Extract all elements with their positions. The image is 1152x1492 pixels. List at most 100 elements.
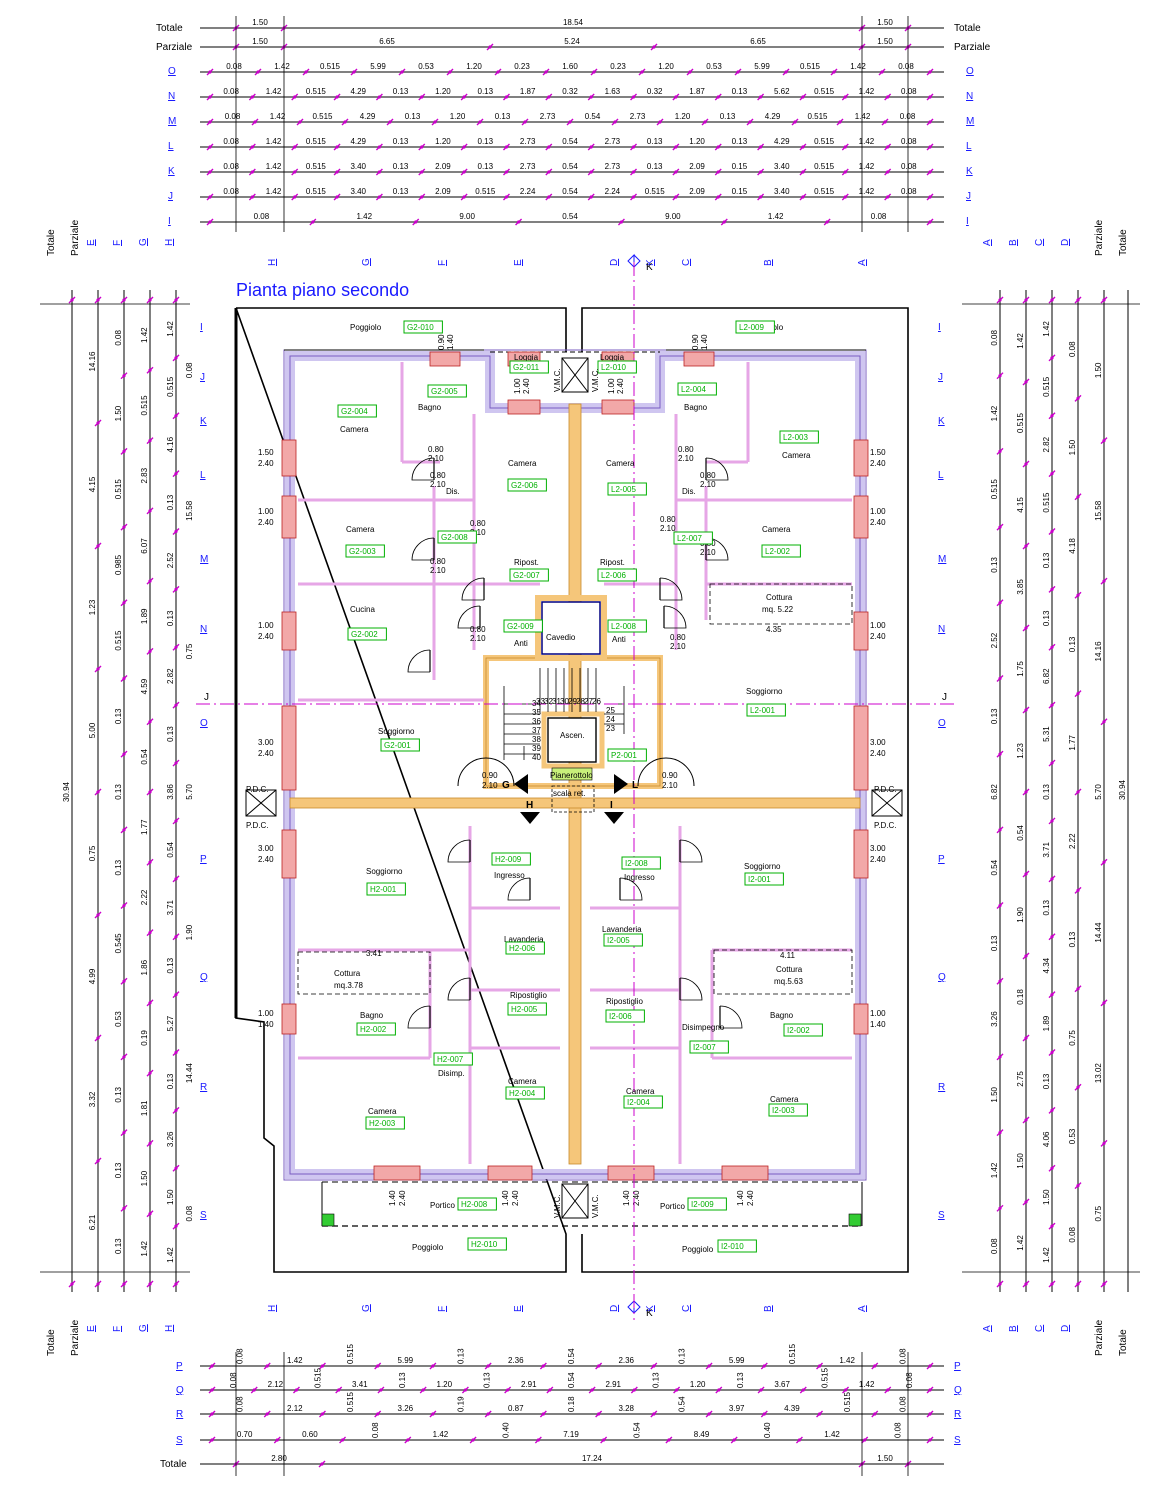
side-dim-value: 1.42 bbox=[166, 321, 175, 337]
side-dim-value: 1.50 bbox=[1042, 1189, 1051, 1205]
dim-value: 8.49 bbox=[694, 1430, 710, 1439]
room-tag-box bbox=[437, 530, 477, 544]
side-dim-value: 0.08 bbox=[185, 1205, 194, 1221]
side-dim-value: 5.31 bbox=[1042, 726, 1051, 742]
room-tag: G2-004 bbox=[341, 407, 368, 416]
room-name: Bagno bbox=[770, 1011, 794, 1020]
room-name: Loggia bbox=[514, 353, 539, 362]
dim-value: 0.08 bbox=[371, 1422, 380, 1438]
side-dim-value: 1.42 bbox=[1016, 1235, 1025, 1251]
dim-value: 0.13 bbox=[677, 1348, 686, 1364]
dim-value: 1.42 bbox=[433, 1430, 449, 1439]
room-tag-box bbox=[347, 627, 387, 641]
side-dim-value: 0.13 bbox=[1068, 636, 1077, 652]
side-dim-value: 1.81 bbox=[140, 1100, 149, 1116]
room-name: Dis. bbox=[682, 487, 696, 496]
pdc-label: P.D.C. bbox=[246, 785, 269, 794]
row-axis-label: R bbox=[200, 1082, 207, 1093]
side-dim-value: 6.82 bbox=[1042, 668, 1051, 684]
side-dim-value: 4.18 bbox=[1068, 538, 1077, 554]
room-tag: G2-003 bbox=[349, 547, 376, 556]
window-width: 3.00 bbox=[258, 844, 274, 853]
room-tag: L2-007 bbox=[677, 534, 702, 543]
side-dim-value: 1.50 bbox=[1068, 439, 1077, 455]
dim-value: 0.13 bbox=[478, 162, 494, 171]
room-name: Ripostiglio bbox=[510, 991, 547, 1000]
window-width: 3.00 bbox=[870, 738, 886, 747]
door-height: 2.10 bbox=[470, 634, 486, 643]
column-axis-label: B bbox=[763, 259, 774, 266]
side-dim-value: 4.15 bbox=[88, 476, 97, 492]
stair-number: 23 bbox=[606, 724, 615, 733]
dim-value: 1.87 bbox=[689, 87, 705, 96]
row-axis-label: J bbox=[938, 372, 943, 383]
column-axis-label: D bbox=[609, 259, 620, 266]
dim-value: 1.20 bbox=[435, 87, 451, 96]
side-dim-value: 1.50 bbox=[114, 405, 123, 421]
side-column-label: E bbox=[86, 239, 97, 246]
room-tag: I2-010 bbox=[721, 1242, 744, 1251]
room-name: Cottura bbox=[334, 969, 361, 978]
room-tag: H2-009 bbox=[495, 855, 522, 864]
dim-value: 5.99 bbox=[370, 62, 386, 71]
dim-value: 4.29 bbox=[774, 137, 790, 146]
dim-value: 0.08 bbox=[236, 1396, 245, 1412]
main-door-height: 2.10 bbox=[482, 781, 498, 790]
side-dim-value: 1.42 bbox=[1042, 321, 1051, 337]
dim-value: 0.60 bbox=[302, 1430, 318, 1439]
dim-value: 0.515 bbox=[814, 87, 835, 96]
column-axis-label: B bbox=[763, 1305, 774, 1312]
side-dim-value: 14.16 bbox=[1094, 641, 1103, 662]
column-axis-label: C bbox=[681, 1305, 692, 1312]
room-tag: L2-004 bbox=[681, 385, 706, 394]
room-tag-box bbox=[507, 478, 547, 492]
dim-value: 3.40 bbox=[774, 187, 790, 196]
room-tag-box bbox=[505, 1086, 545, 1100]
room-tag: G2-001 bbox=[384, 741, 411, 750]
side-dim-value: 3.85 bbox=[1016, 579, 1025, 595]
side-column-label: A bbox=[982, 239, 993, 246]
dim-value: 0.13 bbox=[405, 112, 421, 121]
cottura-area: mq.3.78 bbox=[334, 981, 363, 990]
bottom-row-label: R bbox=[176, 1409, 183, 1420]
window-height: 2.40 bbox=[511, 1190, 520, 1206]
vmc-label: V.M.C. bbox=[553, 368, 562, 392]
top-row-label-right: K bbox=[966, 166, 973, 177]
dim-value: 4.39 bbox=[784, 1404, 800, 1413]
room-name: Soggiorno bbox=[746, 687, 783, 696]
side-dim-value: 0.13 bbox=[1042, 784, 1051, 800]
dim-value: 17.24 bbox=[582, 1454, 603, 1463]
side-dim-value: 0.13 bbox=[114, 1086, 123, 1102]
side-dim-value: 0.13 bbox=[114, 1162, 123, 1178]
dim-value: 0.13 bbox=[495, 112, 511, 121]
room-name: Anti bbox=[612, 635, 626, 644]
dim-value: 1.42 bbox=[850, 62, 866, 71]
side-dim-value: 1.42 bbox=[166, 1247, 175, 1263]
dim-value: 0.13 bbox=[732, 137, 748, 146]
dim-value: 2.73 bbox=[630, 112, 646, 121]
dim-value: 0.54 bbox=[562, 212, 578, 221]
window-width: 3.00 bbox=[870, 844, 886, 853]
side-dim-value: 0.515 bbox=[114, 479, 123, 500]
stair-number: 36 bbox=[532, 717, 541, 726]
dim-value: 0.13 bbox=[483, 1372, 492, 1388]
dim-value: 0.515 bbox=[312, 112, 333, 121]
dim-value: 5.99 bbox=[398, 1356, 414, 1365]
stair-number: 38 bbox=[532, 735, 541, 744]
column-axis-label: F bbox=[437, 1306, 448, 1312]
dim-value: 0.08 bbox=[226, 62, 242, 71]
side-dim-value: 2.82 bbox=[1042, 436, 1051, 452]
flow-letter: I bbox=[610, 800, 613, 811]
vmc-units bbox=[245, 357, 903, 1219]
window-width: 1.00 bbox=[870, 507, 886, 516]
cottura-dim: 3.41 bbox=[366, 949, 382, 958]
door-height: 2.10 bbox=[470, 528, 486, 537]
room-tag: G2-002 bbox=[351, 630, 378, 639]
dim-value: 2.73 bbox=[605, 162, 621, 171]
side-dim-value: 1.90 bbox=[1016, 907, 1025, 923]
dim-value: 0.70 bbox=[237, 1430, 253, 1439]
room-tag: I2-006 bbox=[609, 1012, 632, 1021]
room-name: Ripostiglio bbox=[606, 997, 643, 1006]
stair-number: 32 bbox=[544, 697, 553, 706]
dim-value: 9.00 bbox=[665, 212, 681, 221]
